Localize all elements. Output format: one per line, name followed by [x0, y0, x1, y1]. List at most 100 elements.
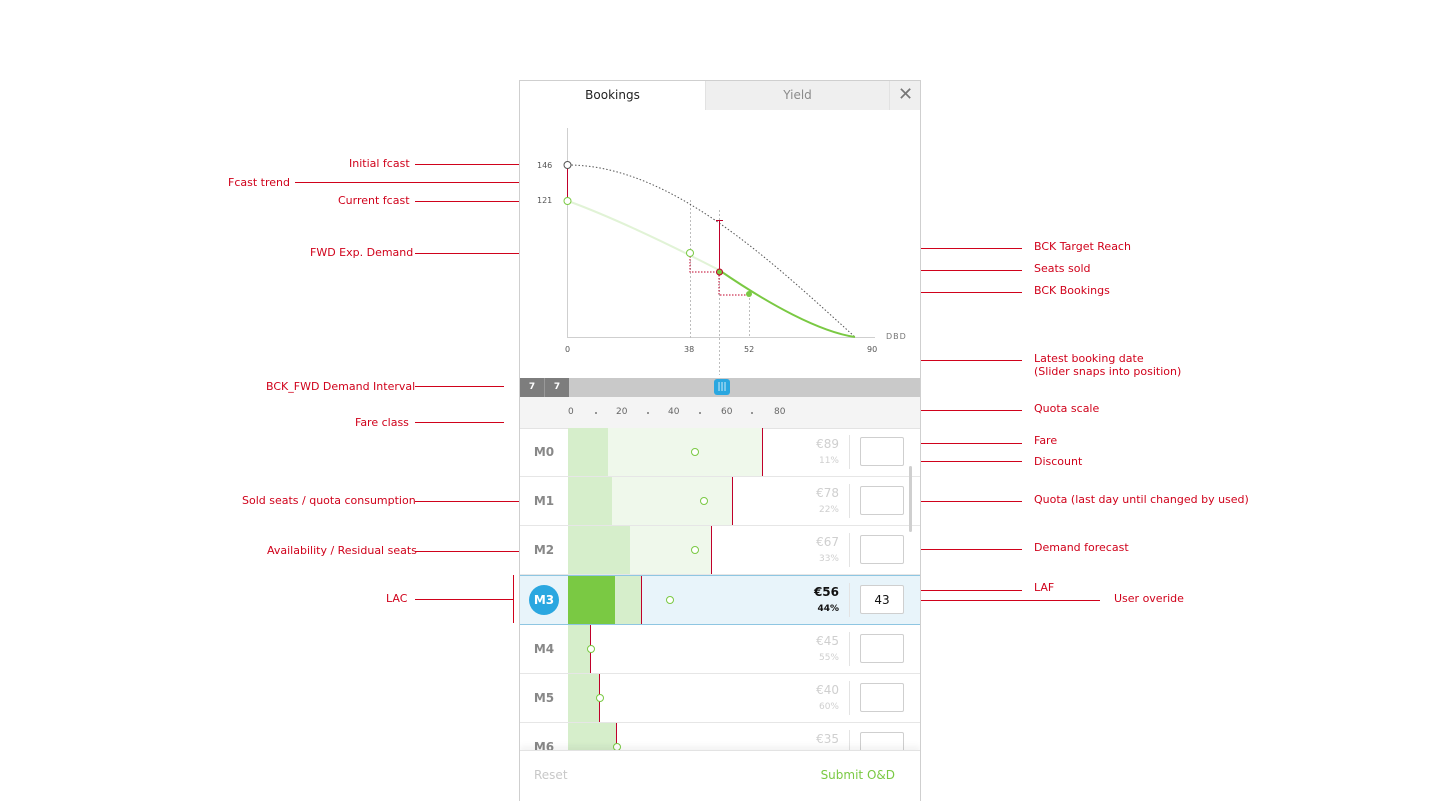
annotation-bck-bookings: BCK Bookings — [1034, 284, 1110, 297]
sold-seats-bar — [568, 526, 630, 574]
fare-row-m4[interactable]: M4 €45 55% — [520, 625, 920, 674]
availability-bar — [608, 428, 763, 476]
fare-row-m5[interactable]: M5 €40 60% — [520, 674, 920, 723]
quota-line — [711, 526, 712, 574]
lac-badge: M3 — [529, 585, 559, 615]
annotation-latest-booking-sub: (Slider snaps into position) — [1034, 365, 1182, 378]
demand-forecast-marker — [691, 448, 699, 456]
annotation-sold-seats: Sold seats / quota consumption — [242, 494, 416, 507]
user-override-input[interactable] — [860, 535, 904, 564]
sold-seats-bar — [568, 674, 599, 722]
quota-tick: 60 — [721, 407, 733, 417]
demand-forecast-marker — [700, 497, 708, 505]
availability-bar — [612, 477, 732, 525]
discount-value: 22% — [818, 505, 839, 515]
fwd-demand-point — [686, 249, 694, 257]
demand-forecast-marker — [666, 596, 674, 604]
demand-forecast-marker — [596, 694, 604, 702]
y-tick-146: 146 — [537, 161, 553, 170]
annotation-bck-target: BCK Target Reach — [1034, 240, 1131, 253]
quota-dot — [751, 412, 753, 414]
tab-bookings[interactable]: Bookings — [520, 81, 705, 110]
fare-row-m0[interactable]: M0 €89 11% — [520, 428, 920, 477]
fare-cell: €78 22% — [785, 484, 850, 518]
fwd-demand-step — [689, 253, 719, 273]
quota-dot — [699, 412, 701, 414]
fare-cell: €35 — [785, 730, 850, 764]
fare-value: €78 — [816, 486, 839, 500]
fare-class-label: M5 — [533, 691, 555, 705]
user-override-input[interactable] — [860, 486, 904, 515]
annotation-fare: Fare — [1034, 434, 1058, 447]
fare-row-m2[interactable]: M2 €67 33% — [520, 526, 920, 575]
dbd-axis-label: DBD — [886, 332, 907, 341]
discount-value: 60% — [818, 702, 839, 712]
availability-bar — [615, 576, 641, 624]
reset-button[interactable]: Reset — [534, 768, 568, 782]
panel-footer: Reset Submit O&D — [520, 750, 920, 801]
fare-row-m1[interactable]: M1 €78 22% — [520, 477, 920, 526]
initial-fcast-point — [563, 161, 572, 169]
current-fcast-point — [563, 197, 572, 205]
annotation-latest-booking: Latest booking date — [1034, 352, 1144, 365]
scrollbar[interactable] — [909, 466, 912, 532]
fare-value: €35 — [816, 732, 839, 746]
annotation-initial-fcast: Initial fcast — [349, 157, 410, 170]
user-override-input[interactable] — [860, 634, 904, 663]
user-override-input[interactable] — [860, 437, 904, 466]
submit-od-button[interactable]: Submit O&D — [820, 768, 895, 782]
fare-class-label: M4 — [533, 642, 555, 656]
fare-cell: €89 11% — [785, 435, 850, 469]
sold-seats-bar — [568, 477, 612, 525]
discount-value: 44% — [817, 604, 839, 614]
fare-value: €45 — [816, 634, 839, 648]
fare-cell: €40 60% — [785, 681, 850, 715]
quota-tick: 40 — [668, 407, 680, 417]
close-icon[interactable]: ✕ — [889, 81, 920, 110]
user-override-input[interactable] — [860, 683, 904, 712]
annotation-bck-fwd-interval: BCK_FWD Demand Interval — [266, 380, 416, 393]
sold-seats-bar — [568, 428, 608, 476]
user-override-input[interactable]: 43 — [860, 585, 904, 614]
annotation-discount: Discount — [1034, 455, 1083, 468]
bck-bookings-step — [718, 272, 749, 296]
fare-cell: €56 44% — [785, 583, 850, 617]
fare-class-label: M0 — [533, 445, 555, 459]
annotation-demand-forecast: Demand forecast — [1034, 541, 1129, 554]
seats-sold-point — [716, 268, 723, 276]
annotation-laf: LAF — [1034, 581, 1055, 594]
booking-panel: Bookings Yield ✕ 146 121 0 38 52 90 DBD … — [519, 80, 921, 801]
annotation-user-override: User overide — [1114, 592, 1184, 605]
fare-cell: €67 33% — [785, 533, 850, 567]
x-tick-90: 90 — [867, 345, 878, 354]
x-tick-0: 0 — [565, 345, 571, 354]
quota-dot — [595, 412, 597, 414]
initial-fcast-curve — [567, 164, 856, 338]
fwd-interval-box: 7 — [544, 378, 569, 397]
tab-yield[interactable]: Yield — [705, 81, 889, 110]
annotation-current-fcast: Current fcast — [338, 194, 410, 207]
quota-line — [762, 428, 763, 476]
annotation-quota-scale: Quota scale — [1034, 402, 1100, 415]
discount-value: 33% — [818, 554, 839, 564]
fare-value: €56 — [813, 585, 839, 599]
bck-bookings-point — [746, 291, 752, 297]
fare-class-label: M1 — [533, 494, 555, 508]
fare-value: €89 — [816, 437, 839, 451]
fare-class-label: M2 — [533, 543, 555, 557]
demand-forecast-marker — [691, 546, 699, 554]
quota-line — [641, 576, 642, 624]
bck-interval-box: 7 — [520, 378, 544, 397]
annotation-availability: Availability / Residual seats — [267, 544, 417, 557]
fare-row-m3-lac[interactable]: M3 €56 44% 43 — [520, 575, 920, 625]
x-tick-38: 38 — [684, 345, 695, 354]
annotation-fare-class: Fare class — [355, 416, 409, 429]
discount-value: 11% — [818, 456, 839, 466]
demand-interval-slider[interactable]: 7 7 ||| — [520, 378, 920, 397]
discount-value: 55% — [818, 653, 839, 663]
bck-bookings-curve — [718, 269, 856, 338]
slider-handle[interactable]: ||| — [714, 379, 730, 395]
annotation-fwd-exp-demand: FWD Exp. Demand — [310, 246, 414, 259]
sold-seats-bar — [568, 625, 590, 673]
current-fcast-curve — [567, 200, 720, 271]
